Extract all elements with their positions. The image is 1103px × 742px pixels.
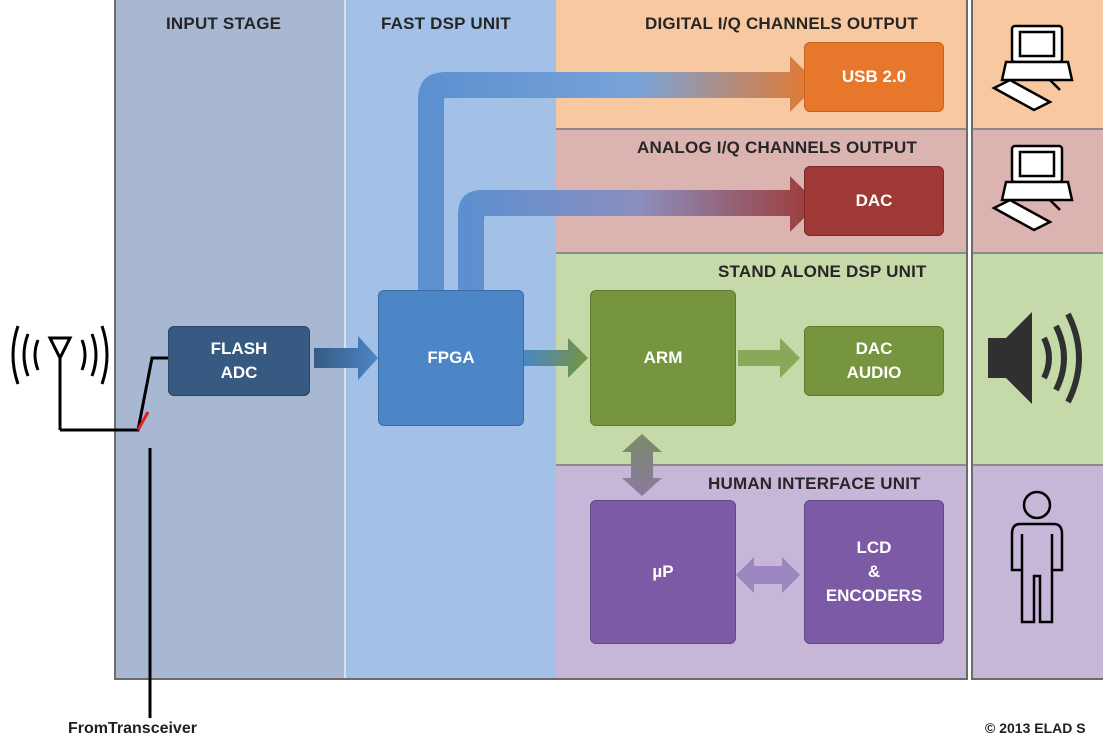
copyright-label: © 2013 ELAD S	[985, 720, 1086, 736]
stand-alone-heading: STAND ALONE DSP UNIT	[718, 262, 927, 281]
antenna-icon	[11, 325, 109, 430]
arm-to-dac-audio-arrow	[738, 338, 800, 378]
digital-iq-heading: DIGITAL I/Q CHANNELS OUTPUT	[645, 14, 918, 33]
lcd-line-2: &	[867, 562, 881, 581]
flash-adc-line-2: ADC	[220, 363, 258, 382]
icons-frame	[971, 0, 1103, 680]
dac-audio-line-2: AUDIO	[846, 363, 902, 382]
arm-block: ARM	[590, 290, 736, 426]
up-block: µP	[590, 500, 736, 644]
lcd-line-1: LCD	[856, 538, 892, 557]
fast-dsp-heading: FAST DSP UNIT	[381, 14, 511, 33]
lcd-line-3: ENCODERS	[825, 586, 923, 605]
analog-iq-heading: ANALOG I/Q CHANNELS OUTPUT	[637, 138, 918, 157]
flash-adc-block: FLASH ADC	[168, 326, 310, 396]
flash-adc-line-1: FLASH	[210, 339, 268, 358]
human-interface-heading: HUMAN INTERFACE UNIT	[708, 474, 921, 493]
fpga-block: FPGA	[378, 290, 524, 426]
usb-label: USB 2.0	[841, 67, 907, 86]
dac-label: DAC	[855, 191, 893, 210]
adc-to-fpga-arrow	[314, 336, 378, 380]
lcd-encoders-block: LCD & ENCODERS	[804, 500, 944, 644]
fpga-to-usb-arrow	[418, 56, 818, 290]
antenna-cable	[60, 356, 168, 718]
computer-icon	[991, 144, 1074, 232]
fpga-label: FPGA	[427, 348, 475, 367]
from-transceiver-label: FromTransceiver	[68, 720, 197, 737]
dac-audio-block: DAC AUDIO	[804, 326, 944, 396]
person-icon	[1010, 490, 1064, 624]
speaker-icon	[988, 312, 1082, 404]
up-label: µP	[652, 562, 674, 581]
arm-label: ARM	[643, 348, 683, 367]
arm-up-arrow	[622, 434, 662, 496]
up-lcd-arrow	[736, 557, 800, 593]
dac-audio-line-1: DAC	[855, 339, 893, 358]
input-stage-heading: INPUT STAGE	[166, 14, 282, 33]
diagram-frame	[114, 0, 968, 680]
usb-block: USB 2.0	[804, 42, 944, 112]
computer-icon	[991, 24, 1074, 112]
right-human-region	[973, 466, 1103, 678]
fpga-to-arm-arrow	[524, 338, 588, 378]
fpga-to-dac-arrow	[458, 176, 818, 290]
dac-block: DAC	[804, 166, 944, 236]
